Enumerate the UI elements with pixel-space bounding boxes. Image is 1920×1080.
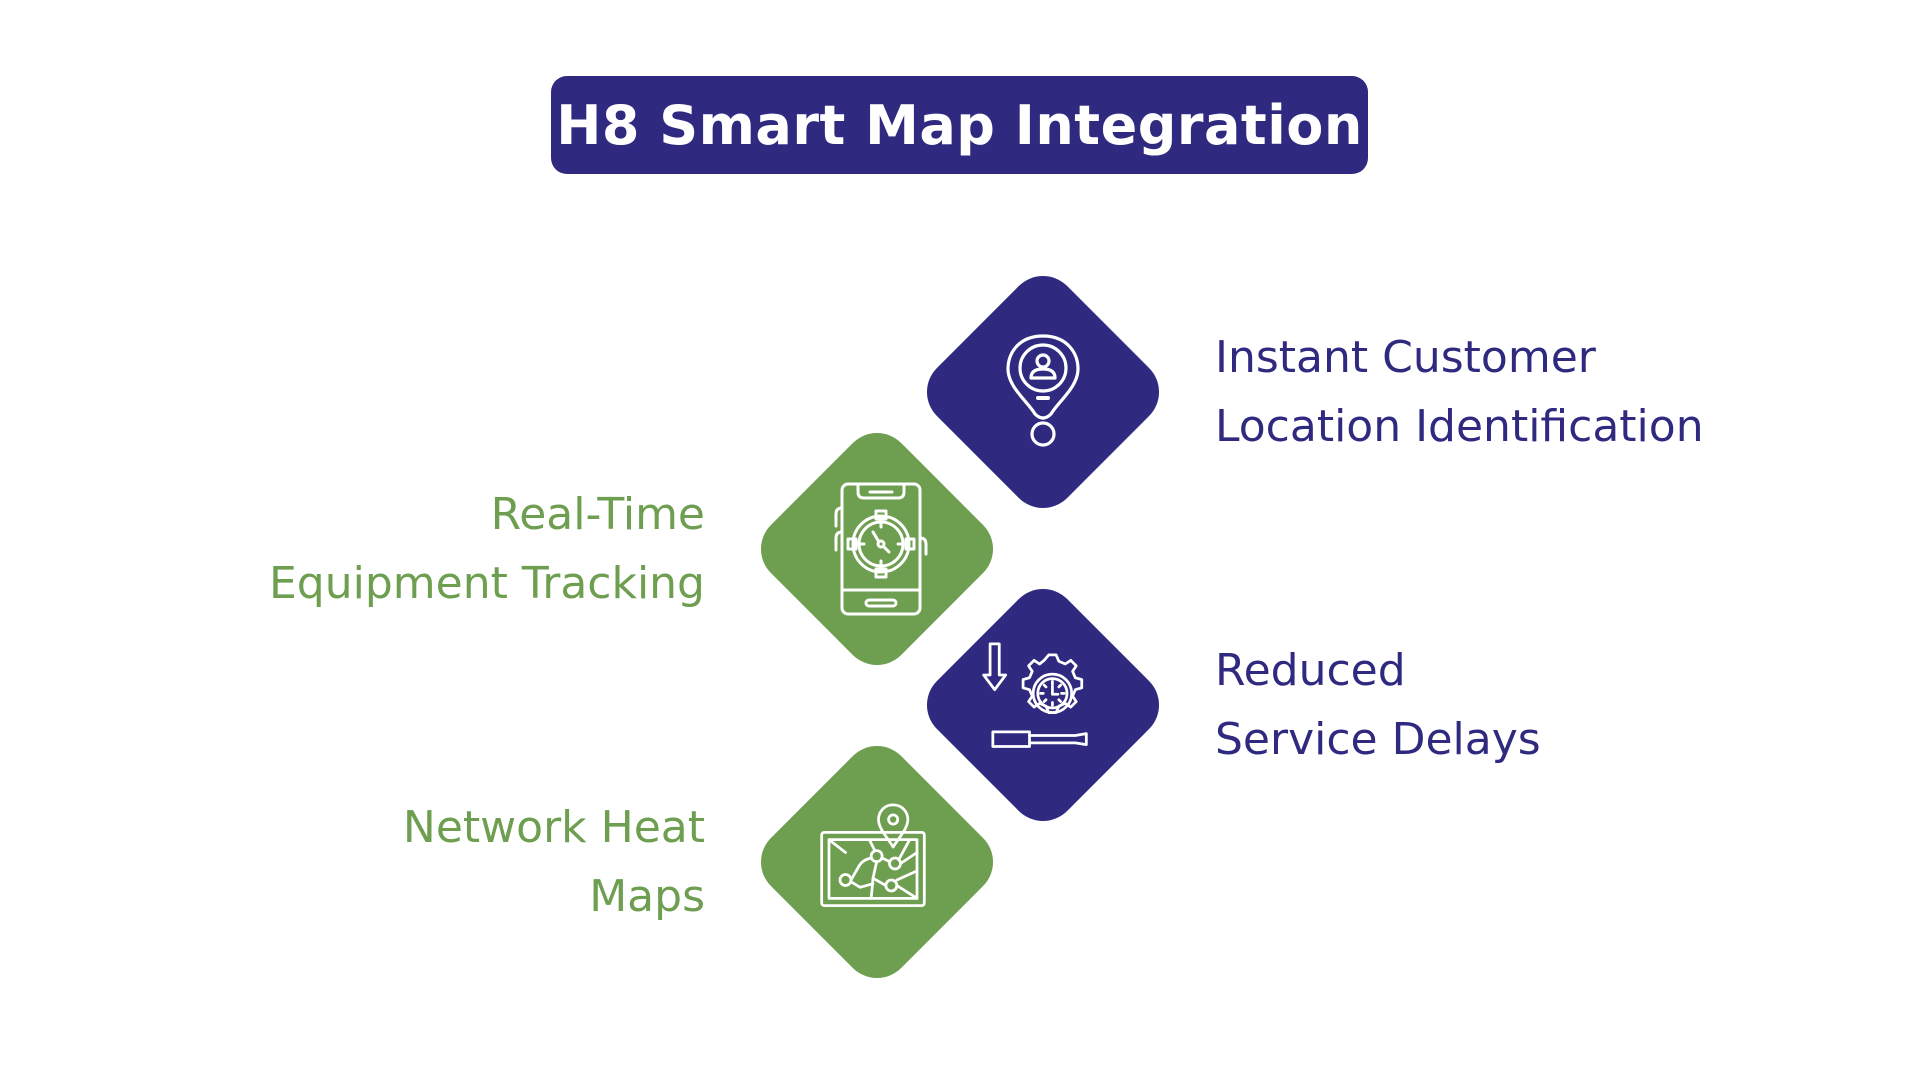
page-title: H8 Smart Map Integration [556, 93, 1363, 157]
label-equipment-tracking: Real-Time Equipment Tracking [268, 489, 705, 609]
gear-clock-screwdriver-icon [980, 642, 1090, 752]
label-network-heat-maps: Network Heat Maps [402, 802, 705, 922]
title-banner: H8 Smart Map Integration [551, 76, 1368, 174]
phone-tracking-icon [822, 482, 932, 616]
location-pin-person-icon [988, 332, 1098, 447]
label-service-delays: Reduced Service Delays [1215, 645, 1541, 765]
network-map-icon [818, 803, 928, 913]
label-customer-location: Instant Customer Location Identification [1215, 332, 1704, 452]
